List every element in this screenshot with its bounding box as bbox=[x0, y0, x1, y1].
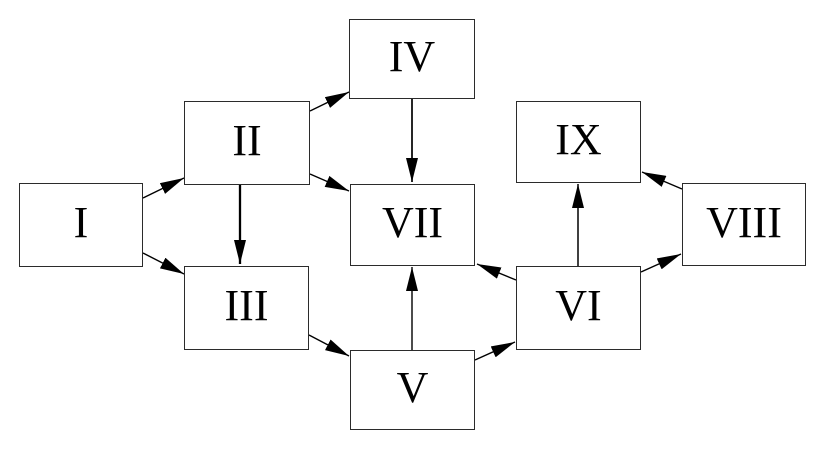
node-label: V bbox=[396, 363, 429, 412]
edge-I-III bbox=[142, 252, 185, 275]
node-label: III bbox=[224, 281, 269, 330]
edge-VI-VII bbox=[476, 263, 517, 281]
node-VI: VI bbox=[516, 266, 641, 350]
node-label: VIII bbox=[706, 197, 782, 247]
node-V: V bbox=[350, 350, 475, 430]
node-label: VI bbox=[555, 281, 602, 330]
node-label: I bbox=[73, 198, 89, 247]
node-III: III bbox=[184, 266, 309, 350]
edge-II-VII bbox=[309, 173, 350, 192]
edge-VI-VIII bbox=[640, 253, 682, 273]
node-II: II bbox=[184, 101, 310, 185]
node-I: I bbox=[19, 183, 143, 267]
node-VII: VII bbox=[350, 184, 475, 266]
node-label: VII bbox=[381, 198, 444, 247]
node-IX: IX bbox=[516, 101, 641, 183]
edge-V-VI bbox=[474, 341, 516, 361]
edge-III-V bbox=[308, 334, 350, 357]
edge-I-II bbox=[142, 177, 185, 199]
node-label: IX bbox=[555, 115, 602, 164]
node-label: II bbox=[232, 116, 262, 165]
node-VIII: VIII bbox=[682, 183, 806, 266]
edge-II-IV bbox=[309, 91, 350, 112]
node-IV: IV bbox=[349, 19, 475, 99]
node-label: IV bbox=[388, 32, 436, 81]
edge-VIII-IX bbox=[641, 171, 683, 190]
edge-group bbox=[142, 91, 683, 361]
